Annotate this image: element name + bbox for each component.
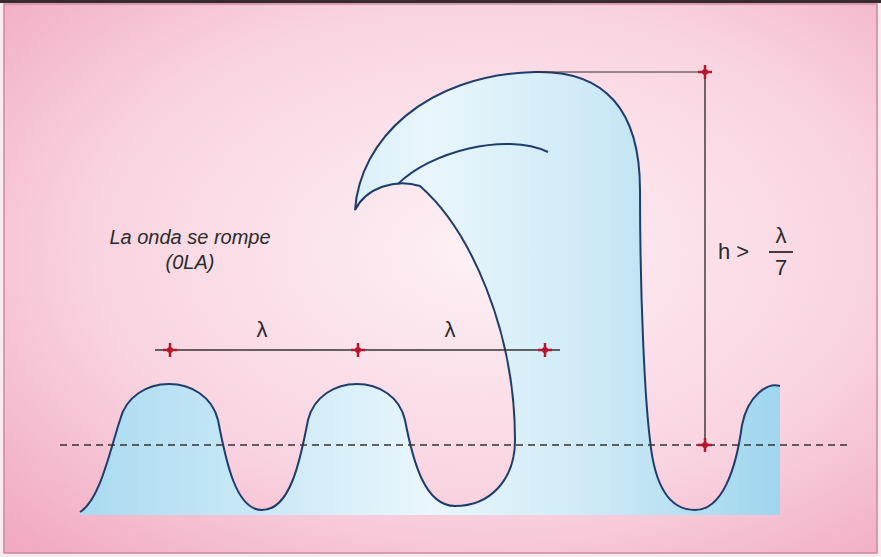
wavelength-label: λ bbox=[257, 316, 268, 344]
panel bbox=[4, 4, 877, 553]
extension-line bbox=[535, 71, 712, 72]
dimension-markers bbox=[698, 65, 712, 452]
fraction-denominator: 7 bbox=[775, 254, 787, 282]
dimension-dot bbox=[702, 69, 708, 75]
mean-level-line bbox=[60, 444, 852, 445]
water-fill bbox=[80, 72, 780, 515]
dimension-dot bbox=[702, 442, 708, 448]
wave-outline bbox=[80, 72, 780, 512]
dimension-dot bbox=[355, 347, 361, 353]
dimension-dot bbox=[167, 347, 173, 353]
dimension-dot bbox=[542, 347, 548, 353]
height-dimension-line bbox=[704, 72, 705, 445]
wavelength-label: λ bbox=[445, 316, 456, 344]
fraction-numerator: λ bbox=[776, 222, 787, 250]
fraction-bar bbox=[769, 251, 793, 253]
wavelength-markers bbox=[163, 343, 552, 357]
caption-note: La onda se rompe (0LA) bbox=[88, 225, 293, 275]
crest-curl-line bbox=[398, 144, 548, 184]
height-label: h > bbox=[718, 238, 749, 266]
panel-top-rule bbox=[0, 0, 881, 3]
